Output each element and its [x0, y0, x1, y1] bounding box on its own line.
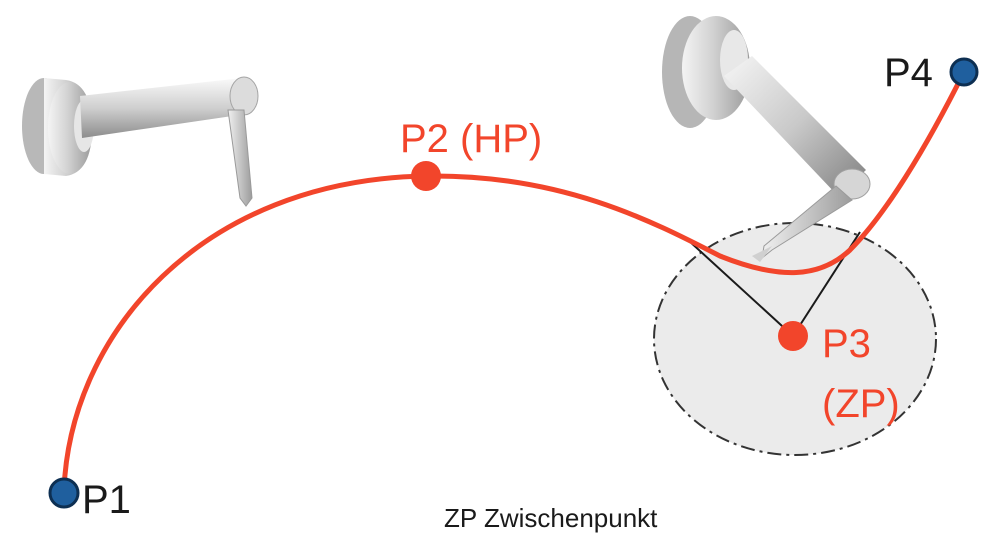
tangent-line-in [687, 239, 794, 337]
p2-point-marker [411, 161, 441, 191]
p1-label: P1 [82, 478, 131, 522]
robot-tool-icon [22, 76, 259, 207]
p4-point-marker [949, 57, 979, 87]
p2-label: P2 (HP) [400, 117, 542, 161]
robot-tool-icon [662, 16, 871, 262]
caption: ZP Zwischenpunkt [444, 503, 658, 533]
p1-point-marker [48, 477, 80, 509]
p3-label-line2: (ZP) [822, 382, 900, 426]
motion-path [61, 69, 967, 493]
p3-point-marker [778, 321, 808, 351]
p4-label: P4 [884, 51, 933, 95]
p3-label: P3 [822, 322, 871, 366]
